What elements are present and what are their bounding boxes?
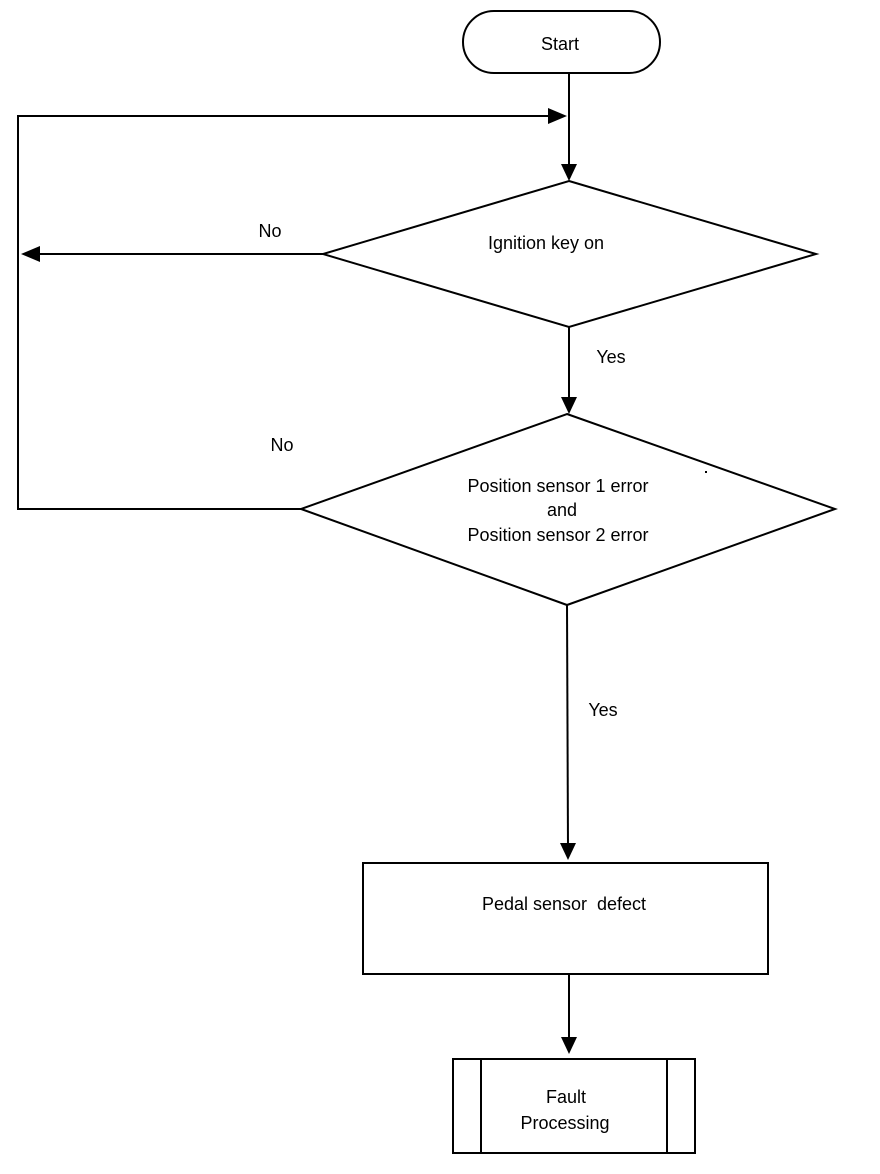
arrowhead-into-defect (560, 843, 576, 860)
arrowhead-into-ignition (561, 164, 577, 181)
sensor-no-label: No (270, 435, 293, 455)
ignition-decision-label: Ignition key on (488, 233, 604, 253)
fault-subprocess-box (452, 1058, 696, 1154)
loop-back-connector (17, 115, 550, 510)
start-terminator (462, 10, 661, 74)
sensor-decision-line-2: and (547, 500, 577, 520)
arrowhead-into-sensor-decision (561, 397, 577, 414)
defect-process-box (362, 862, 769, 975)
ignition-no-label: No (258, 221, 281, 241)
sensor-yes-label: Yes (588, 700, 617, 720)
ignition-no-arrowhead (21, 246, 40, 262)
ignition-decision (319, 179, 820, 329)
connector-sensor-yes (566, 604, 569, 851)
sensor-decision-line-1: Position sensor 1 error (467, 476, 648, 496)
ignition-yes-label: Yes (596, 347, 625, 367)
start-label: Start (541, 34, 579, 54)
stray-dot (705, 471, 707, 473)
fault-subprocess-line-1: Fault (546, 1087, 586, 1107)
fault-subprocess-line-2: Processing (520, 1113, 609, 1133)
sensor-decision-line-3: Position sensor 2 error (467, 525, 648, 545)
arrowhead-into-fault (561, 1037, 577, 1054)
defect-process-label: Pedal sensor defect (482, 894, 646, 914)
loop-back-arrowhead (548, 108, 567, 124)
